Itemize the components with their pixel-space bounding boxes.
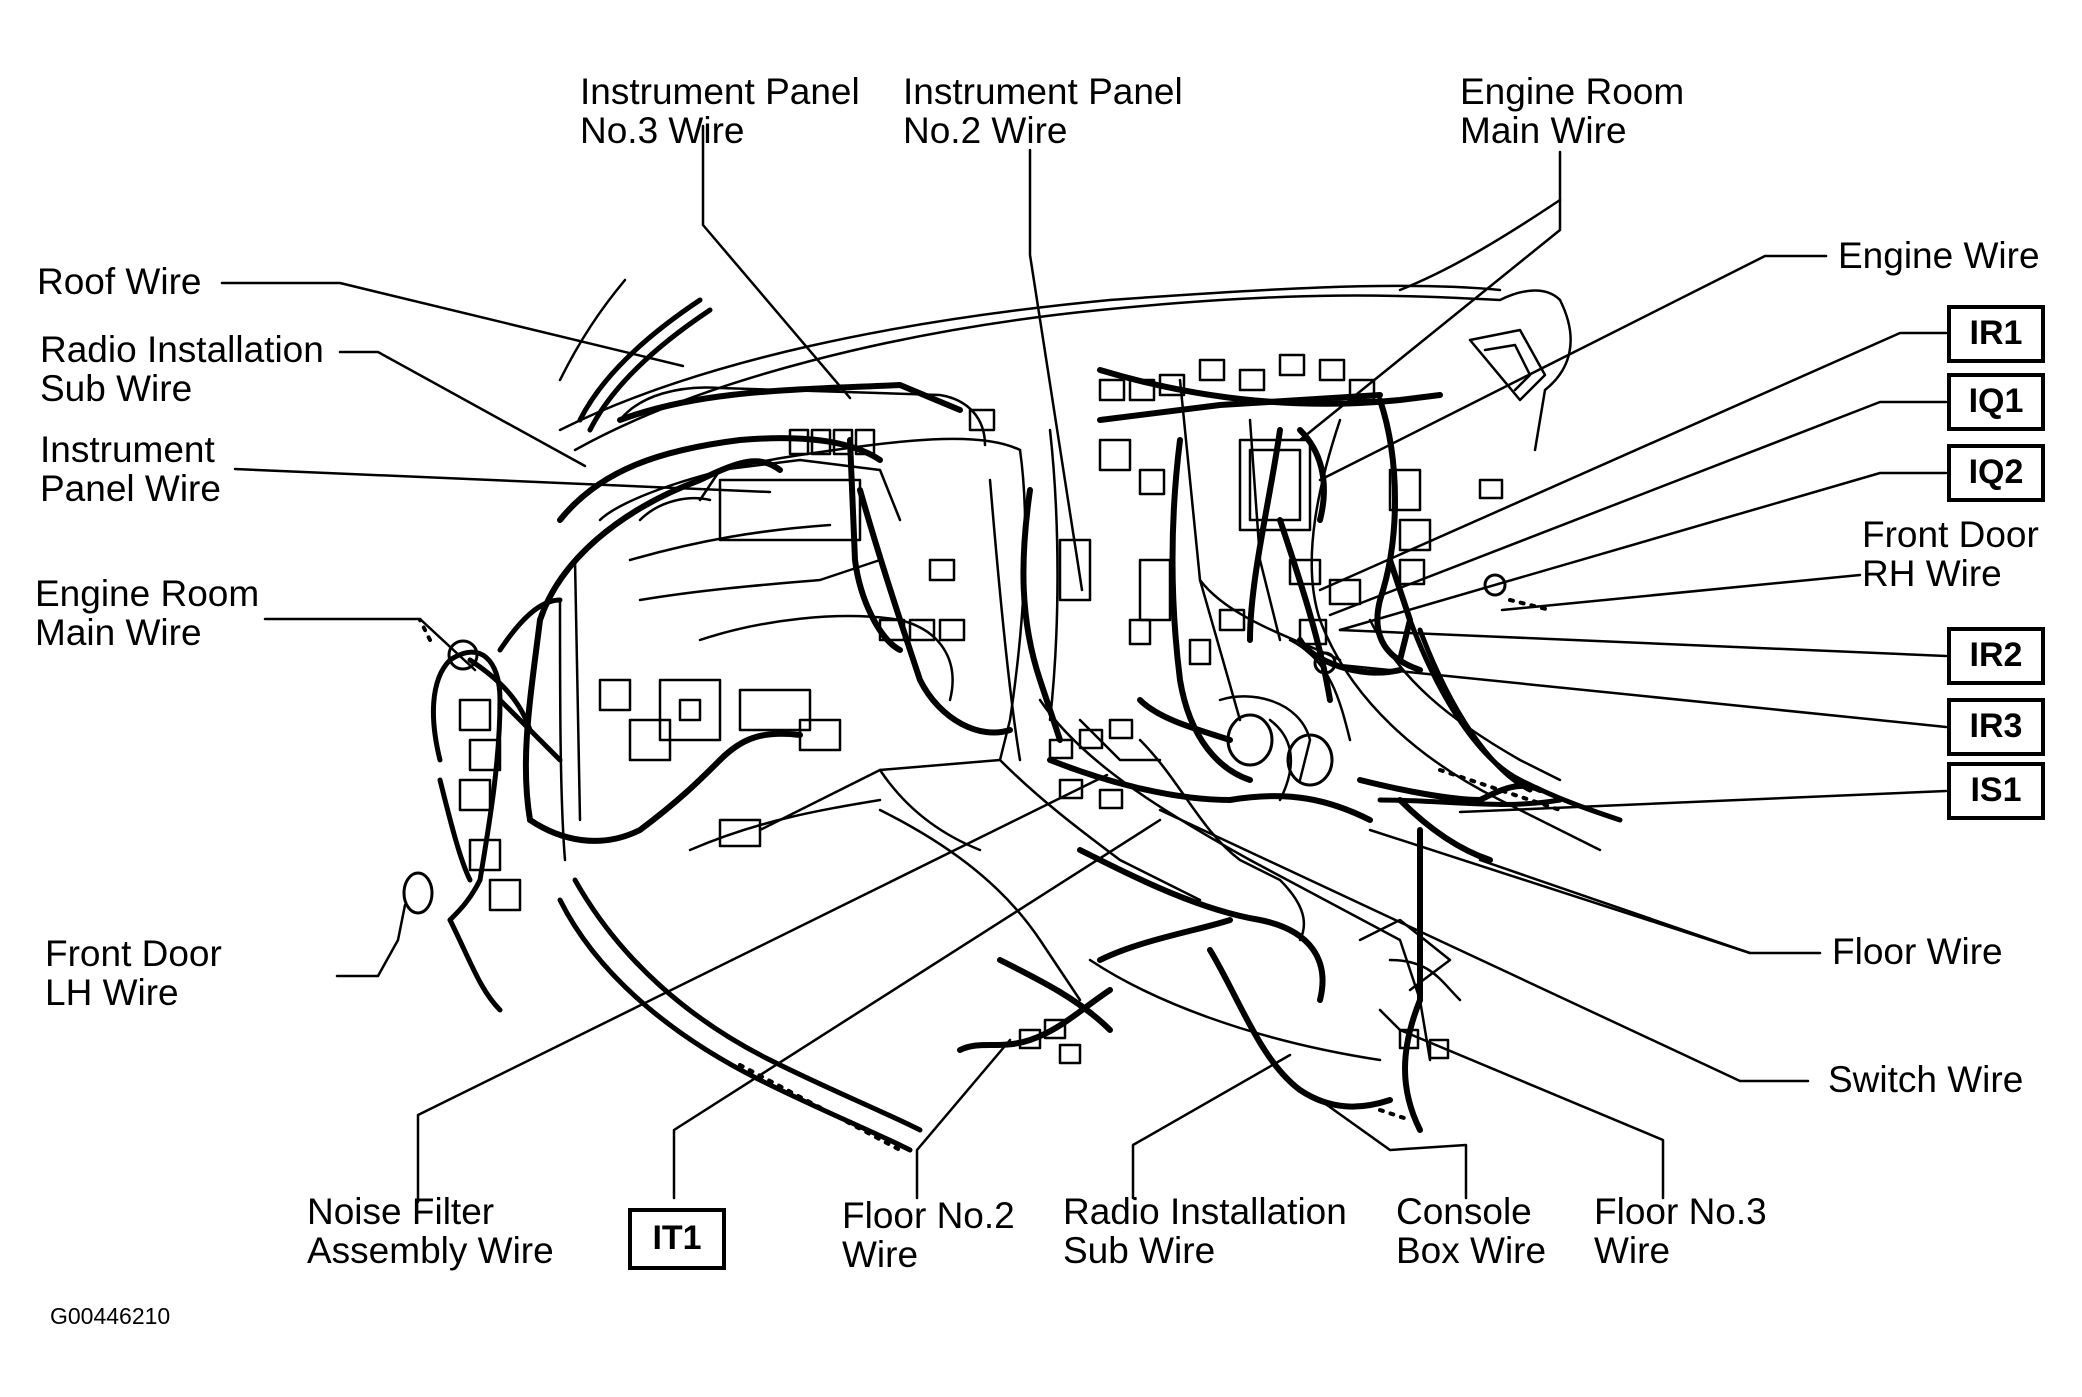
wire-ends <box>418 598 1562 1152</box>
connector-it1: IT1 <box>628 1208 726 1270</box>
harness-left-run <box>557 297 1623 1153</box>
label-floor-wire: Floor Wire <box>1832 931 2003 972</box>
figure-code: G00446210 <box>50 1303 171 1329</box>
label-front-door-lh-wire: Front Door LH Wire <box>45 933 222 1013</box>
label-front-door-rh-wire: Front Door RH Wire <box>1862 514 2039 594</box>
connector-iq1: IQ1 <box>1947 373 2045 431</box>
harness-thick <box>522 367 1543 1133</box>
label-switch-wire: Switch Wire <box>1828 1059 2024 1100</box>
label-console-box-wire: Console Box Wire <box>1396 1191 1547 1271</box>
label-noise-filter-assembly-wire: Noise Filter Assembly Wire <box>307 1191 554 1271</box>
cluster-housing <box>618 386 987 542</box>
connector-iq2: IQ2 <box>1947 444 2045 502</box>
grommets <box>402 573 1507 915</box>
label-floor-no2-wire: Floor No.2 Wire <box>842 1195 1015 1275</box>
label-radio-installation-sub-wire-left: Radio Installation Sub Wire <box>40 329 324 409</box>
connector-ir2: IR2 <box>1947 627 2045 685</box>
label-engine-room-main-wire-left: Engine Room Main Wire <box>35 573 260 653</box>
label-instrument-panel-wire: Instrument Panel Wire <box>40 429 221 509</box>
label-engine-room-main-wire-top: Engine Room Main Wire <box>1460 71 1685 151</box>
label-roof-wire: Roof Wire <box>37 261 202 302</box>
harness-left-side <box>431 597 563 1013</box>
connector-is1: IS1 <box>1947 762 2045 820</box>
label-floor-no3-wire: Floor No.3 Wire <box>1594 1191 1767 1271</box>
dashboard-outline <box>558 198 1602 1062</box>
label-instrument-panel-no3-wire: Instrument Panel No.3 Wire <box>580 71 860 151</box>
label-engine-wire: Engine Wire <box>1838 235 2040 276</box>
connector-blocks <box>458 353 1504 1065</box>
connector-ir1: IR1 <box>1947 305 2045 363</box>
label-radio-installation-sub-wire-bottom: Radio Installation Sub Wire <box>1063 1191 1347 1271</box>
leader-lines <box>220 124 1948 1204</box>
label-instrument-panel-no2-wire: Instrument Panel No.2 Wire <box>903 71 1183 151</box>
connector-ir3: IR3 <box>1947 698 2045 756</box>
